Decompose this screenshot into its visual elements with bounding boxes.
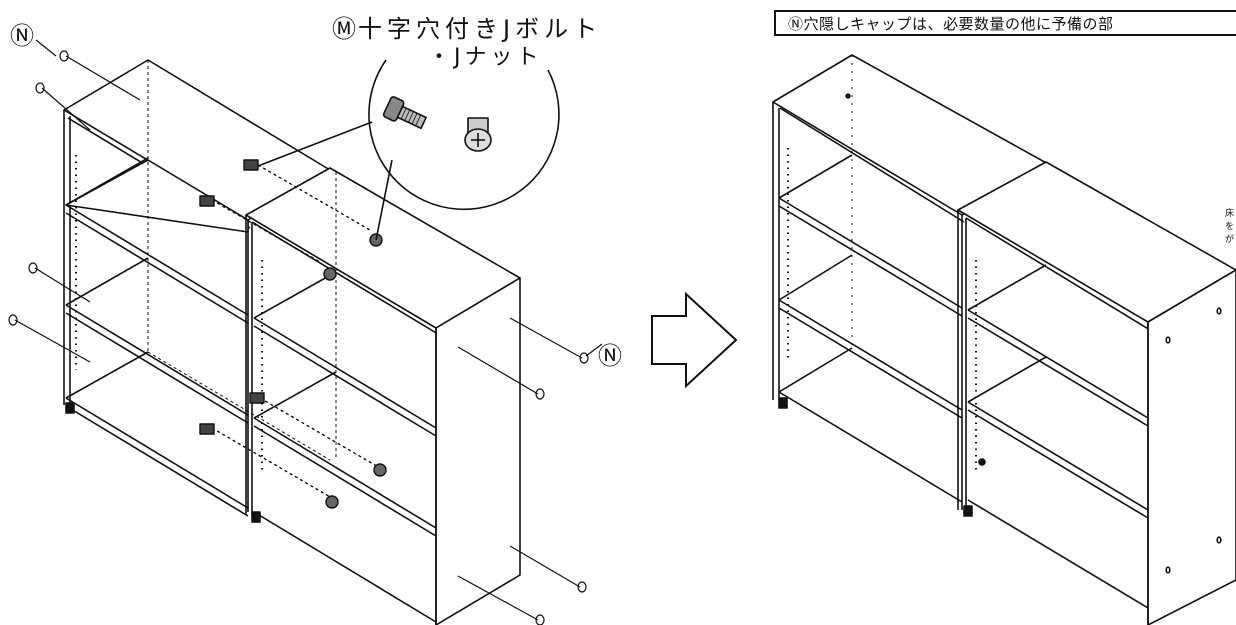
- cap-group-right: [457, 317, 603, 625]
- bolt-callout: [257, 59, 560, 241]
- callout-title-line2: ・Jナット: [428, 45, 543, 70]
- callout-title-line1: 十字穴付きJボルト: [358, 15, 602, 43]
- side-note-line: が: [1225, 235, 1235, 245]
- cap-marker-right: Ⓝ: [598, 342, 622, 370]
- right-cabinet: [245, 167, 521, 625]
- side-note-line: 床: [1225, 209, 1235, 219]
- note-text: Ⓝ穴隠しキャップは、必要数量の他に予備の部: [788, 15, 1114, 33]
- left-cabinet: [63, 59, 331, 517]
- cap-group-left: [8, 50, 141, 363]
- bolt-group: [199, 159, 387, 509]
- callout-marker: Ⓜ: [332, 15, 359, 43]
- exploded-assembly-diagram: Ⓝ Ⓝ Ⓜ 十字穴付きJボルト ・Jナット: [8, 15, 622, 625]
- side-note-line: を: [1225, 222, 1235, 232]
- note-box: Ⓝ穴隠しキャップは、必要数量の他に予備の部: [774, 10, 1236, 36]
- cap-marker-left: Ⓝ: [10, 22, 34, 50]
- side-note: 床 を が: [1225, 208, 1236, 247]
